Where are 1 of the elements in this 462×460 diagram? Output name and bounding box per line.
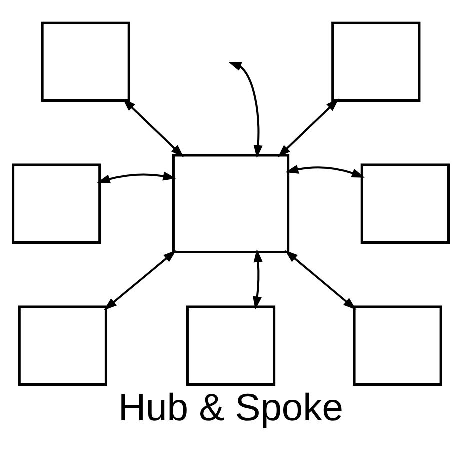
- caption: Hub & Spoke: [118, 386, 344, 430]
